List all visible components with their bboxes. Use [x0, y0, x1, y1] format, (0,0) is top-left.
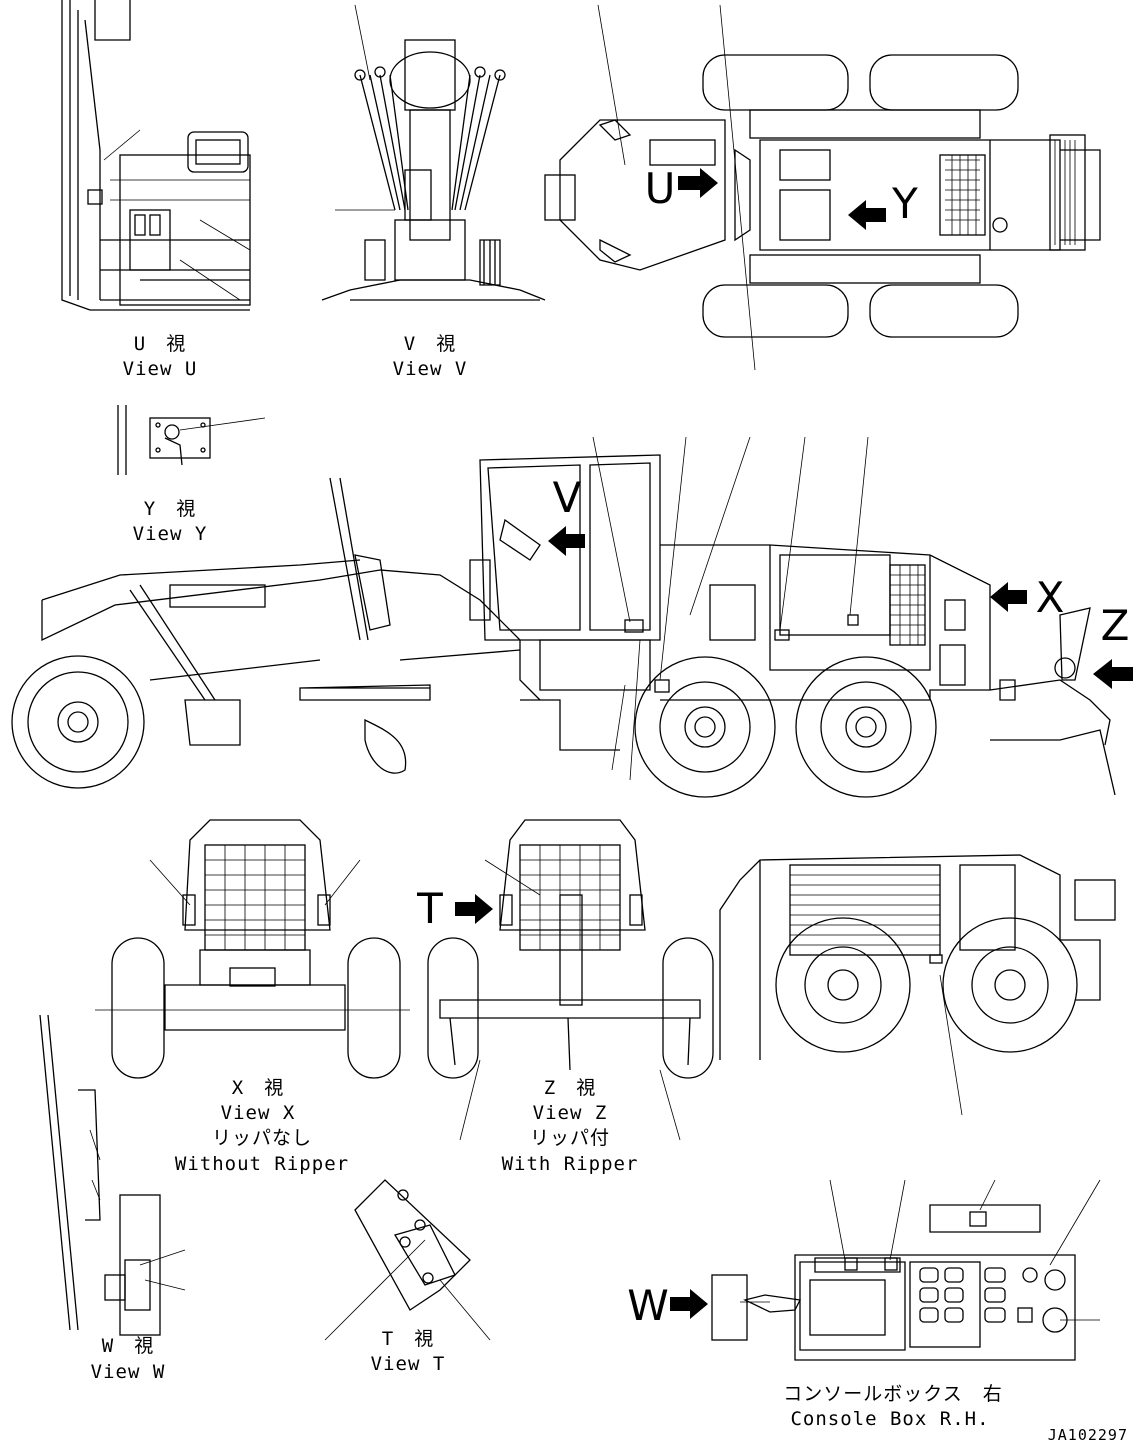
view-u-title-jp: U 視	[134, 333, 186, 355]
view-u-drawing	[61, 0, 251, 311]
view-y-title-en: View Y	[133, 523, 208, 545]
arrow-label-z: Z	[1101, 601, 1130, 650]
arrow-w	[670, 1289, 708, 1319]
view-w-title-en: View W	[91, 1361, 166, 1383]
console-title-jp: コンソールボックス 右	[783, 1383, 1002, 1405]
arrow-label-u: U	[645, 164, 676, 213]
arrow-label-x: X	[1036, 573, 1065, 622]
view-z-title-jp: Z 視	[544, 1077, 596, 1099]
view-z-subtitle-en: With Ripper	[502, 1153, 639, 1175]
arrow-y	[848, 200, 886, 230]
figure-code: JA102297	[1048, 1426, 1128, 1444]
plan-view-drawing	[544, 4, 1101, 371]
view-x-drawing	[95, 819, 410, 1079]
console-title-en: Console Box R.H.	[790, 1408, 989, 1430]
view-v-drawing	[321, 4, 546, 301]
view-w-title-jp: W 視	[102, 1335, 154, 1357]
view-y-title-jp: Y 視	[144, 498, 196, 520]
arrow-t	[455, 894, 493, 924]
side-view-drawing	[11, 436, 1116, 798]
arrow-u	[678, 168, 718, 198]
arrow-x	[990, 582, 1027, 612]
view-y-drawing	[117, 405, 266, 475]
view-u-title-en: View U	[123, 358, 198, 380]
view-t-title-en: View T	[371, 1353, 446, 1375]
arrow-label-y: Y	[891, 179, 918, 228]
view-v-title-jp: V 視	[404, 333, 456, 355]
rear-side-detail-drawing	[719, 854, 1116, 1116]
arrow-z	[1093, 659, 1133, 689]
arrow-label-t: T	[416, 884, 443, 933]
view-t-drawing	[324, 1179, 491, 1341]
arrow-v	[548, 526, 585, 556]
view-t-title-jp: T 視	[382, 1328, 434, 1350]
view-z-subtitle-jp: リッパ付	[530, 1127, 610, 1149]
arrow-label-w: W	[627, 1281, 669, 1330]
arrow-label-v: V	[553, 473, 582, 522]
view-x-title-en: View X	[221, 1102, 296, 1124]
console-box-drawing	[711, 1179, 1101, 1361]
view-x-subtitle-jp: リッパなし	[212, 1127, 312, 1149]
view-v-title-en: View V	[393, 358, 468, 380]
view-x-subtitle-en: Without Ripper	[175, 1153, 349, 1175]
view-z-title-en: View Z	[533, 1102, 608, 1124]
view-z-drawing	[427, 819, 714, 1141]
view-w-drawing	[39, 1014, 186, 1336]
view-x-title-jp: X 視	[232, 1077, 284, 1099]
